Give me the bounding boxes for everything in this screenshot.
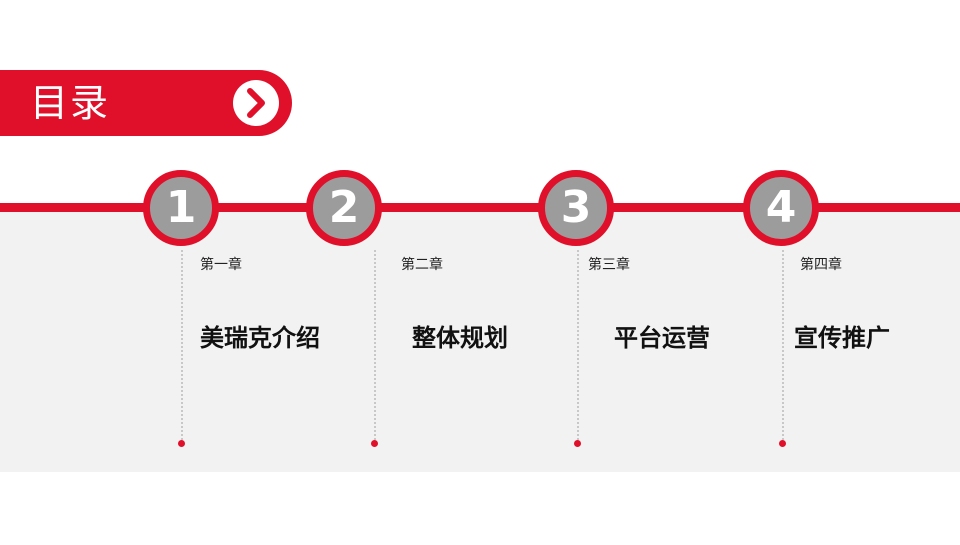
chapter-name-3[interactable]: 平台运营: [614, 324, 710, 352]
chapter-number-3[interactable]: 3: [538, 170, 614, 246]
chapter-divider-4: [782, 250, 784, 440]
chapter-divider-3: [577, 250, 579, 440]
chapter-dot-3: [574, 440, 581, 447]
chapter-dot-2: [371, 440, 378, 447]
title-bar: 目录: [0, 70, 292, 136]
timeline-line: [0, 203, 960, 212]
chapter-name-2[interactable]: 整体规划: [412, 324, 508, 352]
chapter-label-3: 第三章: [588, 257, 630, 273]
next-button[interactable]: [233, 80, 279, 126]
chapter-label-1: 第一章: [200, 257, 242, 273]
chapter-name-1[interactable]: 美瑞克介绍: [200, 324, 320, 352]
page-title: 目录: [30, 81, 111, 125]
chapter-label-4: 第四章: [800, 257, 842, 273]
chapter-label-2: 第二章: [401, 257, 443, 273]
chevron-right-icon: [247, 88, 265, 118]
chapter-number-2[interactable]: 2: [306, 170, 382, 246]
chapter-dot-4: [779, 440, 786, 447]
chapter-divider-2: [374, 250, 376, 440]
content-band: [0, 209, 960, 472]
chapter-number-1[interactable]: 1: [143, 170, 219, 246]
chapter-divider-1: [181, 250, 183, 440]
chapter-number-4[interactable]: 4: [743, 170, 819, 246]
chapter-dot-1: [178, 440, 185, 447]
chapter-name-4[interactable]: 宣传推广: [794, 324, 890, 352]
